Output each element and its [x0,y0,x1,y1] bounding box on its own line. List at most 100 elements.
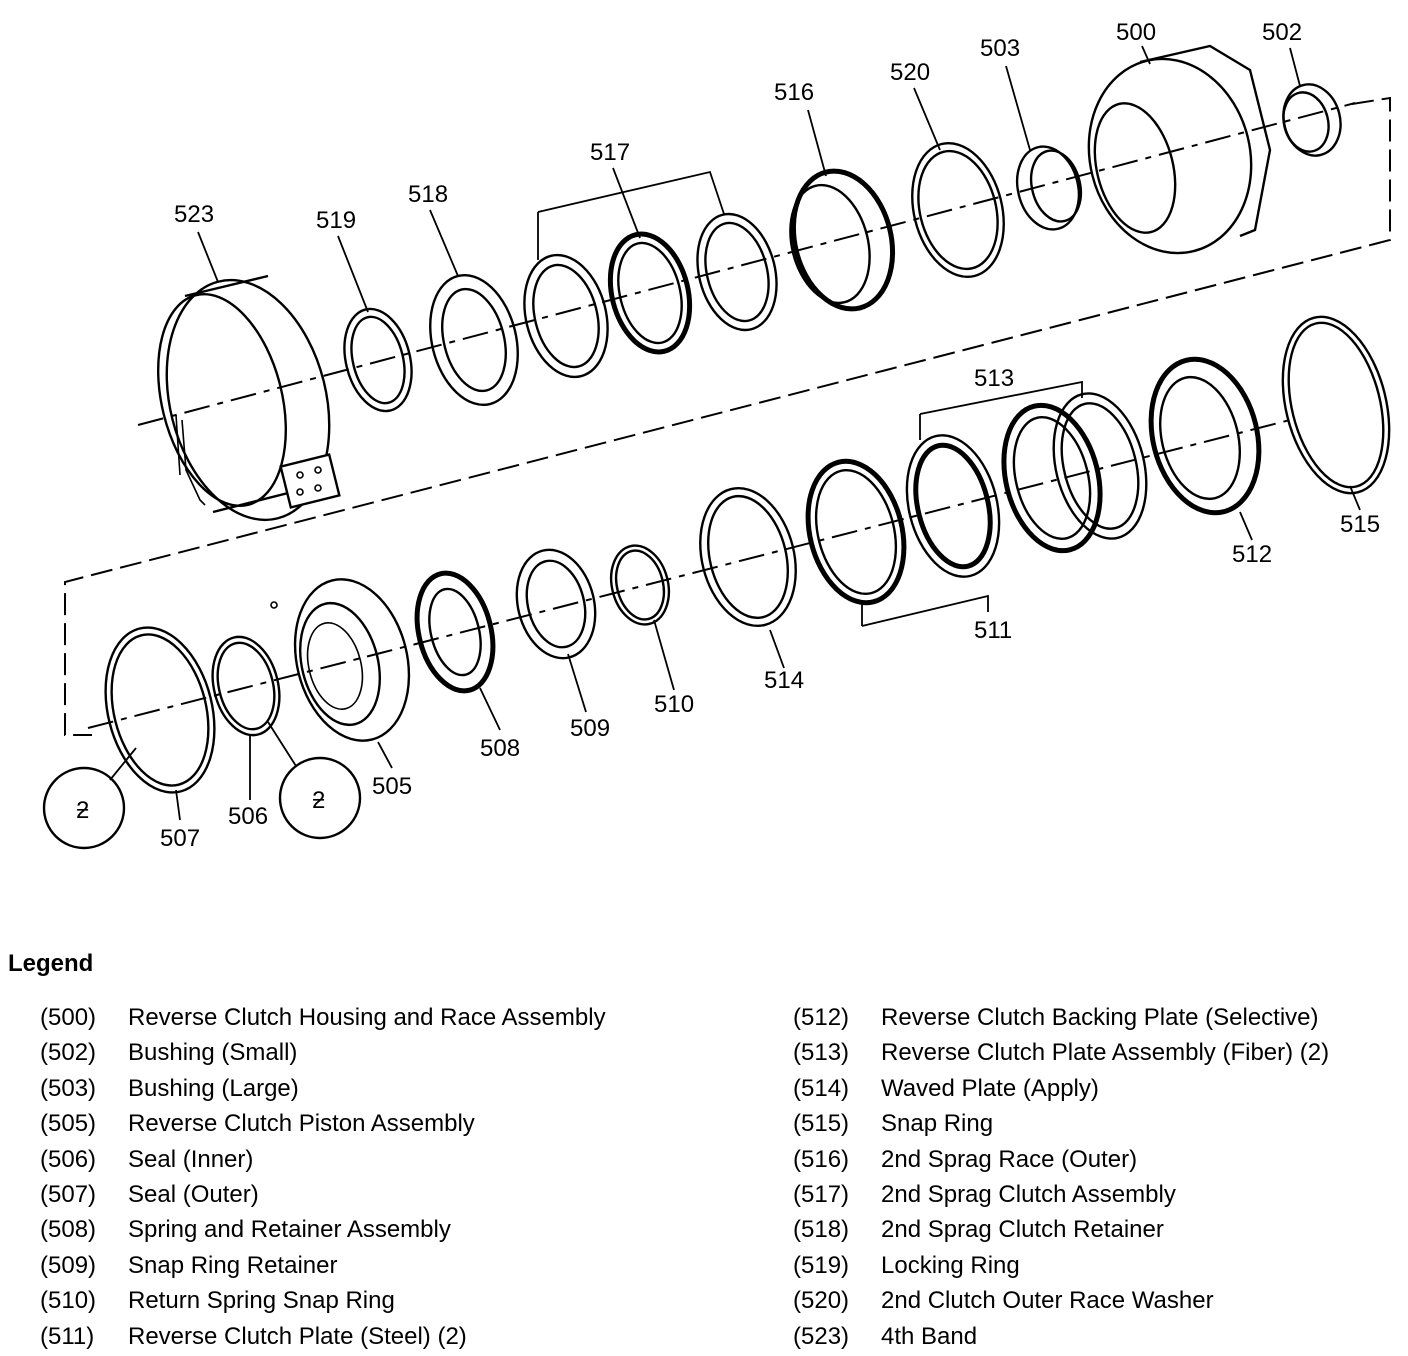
legend-item-number: (505) [40,1110,97,1138]
part-507-seal-outer [104,626,216,794]
lubricate-symbol-right: ƻ [278,756,362,840]
legend-item-number: (506) [40,1145,97,1173]
callout-519: 519 [316,207,356,234]
legend-item: (509) Snap Ring Retainer [40,1248,680,1283]
callout-515: 515 [1340,511,1380,538]
part-517-sprag-assembly [523,212,778,379]
part-511-steel-plates [805,434,1001,606]
part-505-piston [270,578,411,742]
legend-item-text: Reverse Clutch Plate Assembly (Fiber) (2… [881,1039,1330,1067]
callout-516: 516 [774,79,814,106]
legend-item-number: (512) [793,1004,850,1031]
callout-502: 502 [1262,19,1302,46]
legend-item: (512) Reverse Clutch Backing Plate (Selec… [793,1000,1408,1035]
part-516-sprag-race [789,168,896,312]
legend-item-number: (508) [40,1216,97,1244]
legend-item: (507) Seal (Outer) [40,1177,680,1212]
legend-item-number: (515) [793,1110,850,1138]
legend-item-text: 4th Band [881,1322,978,1350]
legend-column-right: (512) Reverse Clutch Backing Plate (Selec… [793,1000,1408,1354]
legend-item-number: (516) [793,1145,850,1173]
legend-item: (519) Locking Ring [793,1248,1408,1283]
legend-item-number: (502) [40,1039,97,1067]
callout-523: 523 [174,201,214,228]
part-523-band [156,274,341,522]
legend-item-number: (518) [793,1216,850,1244]
legend-item: (510) Return Spring Snap Ring [40,1283,680,1318]
legend-item-text: 2nd Clutch Outer Race Washer [881,1287,1214,1315]
legend-item-text: Snap Ring [881,1110,994,1138]
legend-item: (513) Reverse Clutch Plate Assembly (Fibe… [793,1035,1408,1070]
legend-item-text: Waved Plate (Apply) [881,1074,1099,1102]
legend-item: (506)Seal (Inner) [40,1142,680,1177]
legend-item-text: Reverse Clutch Housing and Race Assembly [128,1004,606,1031]
part-508-spring-retainer [414,570,496,694]
upper-axis-line [137,102,1356,426]
callout-506: 506 [228,803,268,830]
part-502-bushing-small [1282,83,1342,157]
callout-505: 505 [372,773,412,800]
part-518-retainer [429,273,519,407]
part-515-snap-ring [1281,315,1391,495]
part-513-fiber-plates [1001,392,1148,554]
part-514-waved-plate [699,486,797,628]
legend-item: (518) 2nd Sprag Clutch Retainer [793,1212,1408,1247]
legend-item: (503) Bushing (Large) [40,1071,680,1106]
legend-item-text: Reverse Clutch Plate (Steel) (2) [128,1322,467,1350]
legend-item-text: Reverse Clutch Backing Plate (Selective) [881,1004,1319,1031]
legend-item-number: (500) [40,1004,97,1031]
legend-item-number: (519) [793,1251,850,1279]
legend-item-text: Snap Ring Retainer [128,1251,338,1279]
callout-507: 507 [160,825,200,852]
part-503-bushing-large [1015,145,1083,231]
legend-item-number: (510) [40,1287,97,1315]
callout-511: 511 [974,617,1012,644]
legend-item: (517)2nd Sprag Clutch Assembly [793,1177,1408,1212]
axis-connector-right [64,96,1391,736]
legend-item: (511) Reverse Clutch Plate (Steel) (2) [40,1319,680,1354]
callout-503: 503 [980,35,1020,62]
part-510-return-spring-snap-ring [609,544,671,626]
lower-axis-line [87,419,1291,729]
callout-514: 514 [764,667,804,694]
legend-item: (523) 4th Band [793,1319,1408,1354]
legend-item: (514) Waved Plate (Apply) [793,1071,1408,1106]
part-512-backing-plate [1148,356,1262,516]
legend-item-number: (507) [40,1180,97,1208]
legend-item: (500) Reverse Clutch Housing and Race Ass… [40,1000,680,1035]
callout-513: 513 [974,365,1014,392]
legend-item-text: Bushing (Small) [128,1039,298,1067]
part-520-washer [911,141,1005,279]
legend-item-text: Bushing (Large) [128,1074,299,1102]
callout-518: 518 [408,181,448,208]
callout-500: 500 [1116,19,1156,46]
legend-item-number: (511) [40,1322,95,1350]
legend-item-number: (523) [793,1322,850,1350]
part-509-snap-ring-retainer [515,548,597,660]
lubricate-symbol-left: ƻ [42,766,126,850]
part-500-housing [1087,44,1272,255]
callout-512: 512 [1232,541,1272,568]
legend-item: (505)Reverse Clutch Piston Assembly [40,1106,680,1141]
legend-column-left: (500) Reverse Clutch Housing and Race Ass… [40,1000,680,1354]
svg-text:ƻ: ƻ [76,797,89,824]
legend-item-text: Return Spring Snap Ring [128,1287,395,1315]
legend-item-number: (513) [793,1039,850,1067]
legend-title: Legend [8,950,94,977]
callout-520: 520 [890,59,930,86]
legend-item-number: (520) [793,1287,850,1315]
legend-item-text: Seal (Outer) [128,1180,259,1208]
legend-item-number: (514) [793,1074,850,1102]
callout-508: 508 [480,735,520,762]
exploded-view-diagram: ƻ ƻ 523 519 518 517 516 520 503 500 [42,19,1391,852]
callout-510: 510 [654,691,694,718]
callout-509: 509 [570,715,610,742]
legend-item-number: (503) [40,1074,97,1102]
legend-item-text: 2nd Sprag Clutch Retainer [881,1216,1164,1244]
legend-item-text: Locking Ring [881,1251,1020,1279]
svg-text:ƻ: ƻ [312,787,325,814]
legend-item-number: (509) [40,1251,97,1279]
legend-item: (516) 2nd Sprag Race (Outer) [793,1142,1408,1177]
legend-item-text: 2nd Sprag Race (Outer) [881,1145,1138,1173]
legend-item: (520) 2nd Clutch Outer Race Washer [793,1283,1408,1318]
